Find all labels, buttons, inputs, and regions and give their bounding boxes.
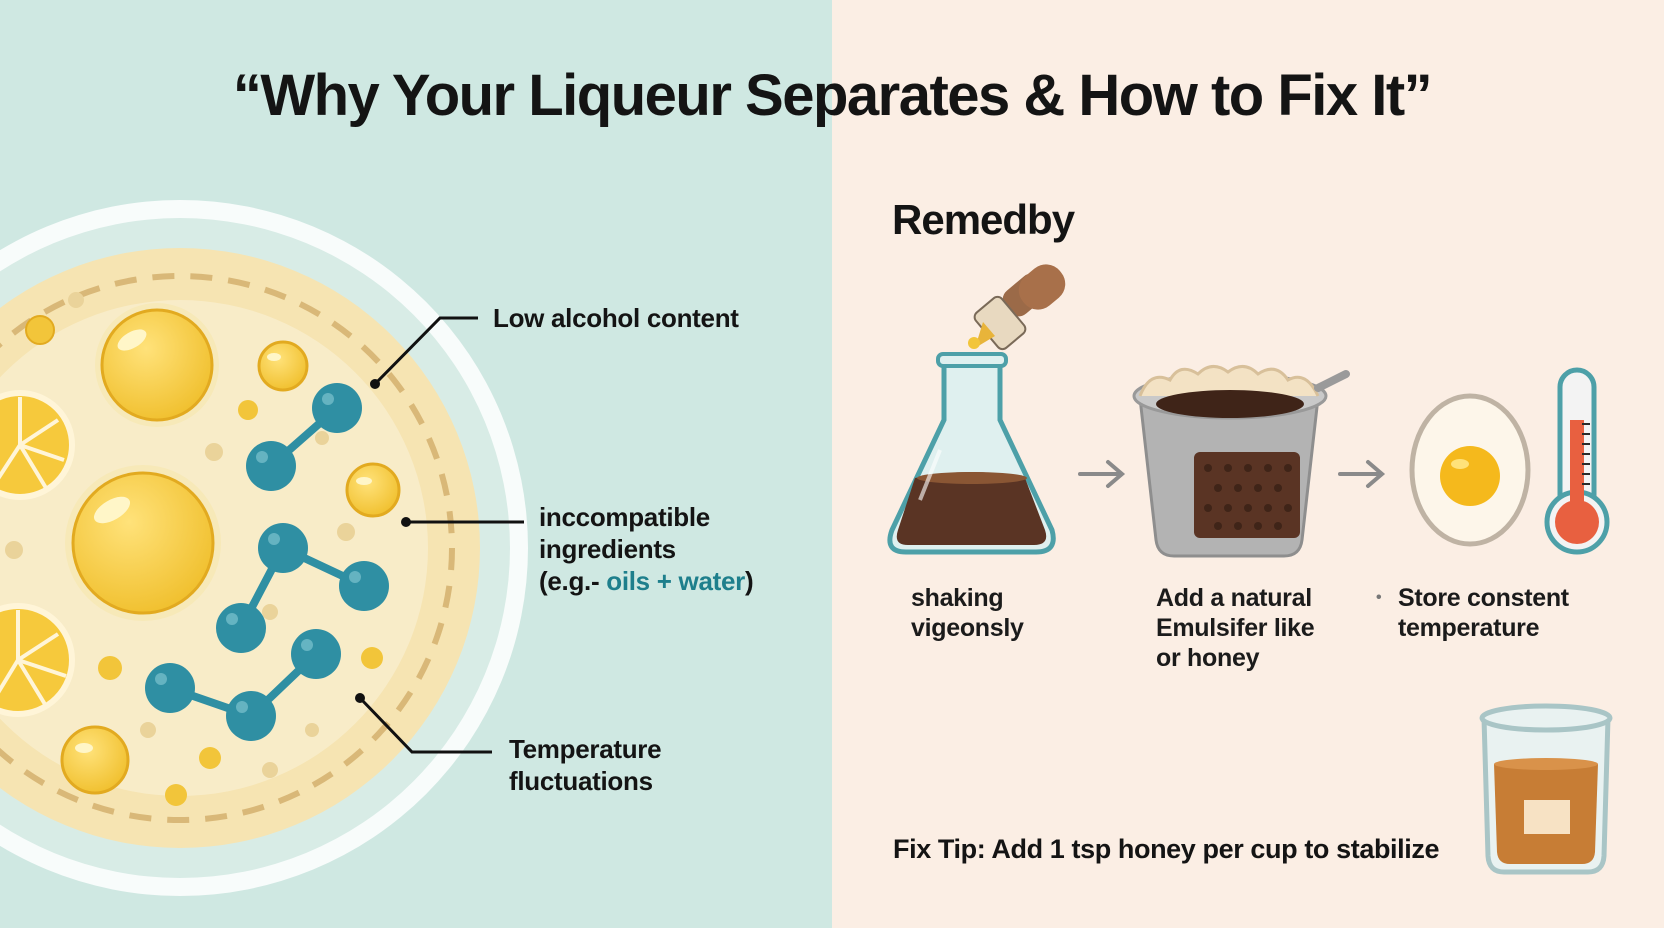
fix-tip: Fix Tip: Add 1 tsp honey per cup to stab… [893,834,1440,864]
callout-line-low-alcohol [370,316,478,389]
callout-line-temperature [355,693,492,754]
oil-droplet-icon [25,315,55,345]
step-line: Emulsifer like [1156,614,1315,642]
thermometer-icon [1544,367,1610,555]
oil-droplet-icon [345,462,401,518]
remedy-step-store: • Store constent temperature [1376,583,1569,643]
molecule-highlights [155,393,361,713]
cause-line: ingredients [539,534,676,564]
cause-label-incompatible: inccompatible ingredients (e.g.- oils + … [539,501,754,597]
step-line: temperature [1398,614,1540,642]
step-line: Store constent [1398,584,1569,612]
step-line: vigeonsly [911,614,1024,642]
molecule-icon [145,523,389,741]
oil-droplet-icon [65,465,221,621]
paren-open: (e.g.- [539,566,607,596]
oil-droplet-icon [95,303,219,427]
specks [5,292,355,778]
dropper-icon [968,264,1066,351]
step-line: or honey [1156,644,1260,672]
cause-line: Temperature [509,734,662,764]
emulsion-diagram [0,200,528,896]
cause-line: fluctuations [509,766,653,796]
oil-droplet-icon [257,340,309,392]
cause-label-temperature: Temperature fluctuations [509,733,662,797]
citrus-slice-icon [0,390,75,500]
step-line: shaking [911,584,1004,612]
remedy-heading: Remedby [892,196,1075,243]
cause-line: inccompatible [539,502,710,532]
citrus-slice-icon [0,603,75,717]
bullet: • [1376,589,1382,606]
page-title: “Why Your Liqueur Separates & How to Fix… [232,63,1433,128]
remedy-step-emulsifier: Add a natural Emulsifer like or honey [1156,583,1315,673]
egg-icon [1409,393,1531,547]
cause-example: (e.g.- oils + water) [539,565,754,597]
coffee-filter-icon [1132,365,1350,558]
step-line: Add a natural [1156,584,1312,612]
cause-label-low-alcohol: Low alcohol content [493,303,739,333]
flask-icon [887,352,1056,555]
remedy-step-shaking: shaking vigeonsly [911,583,1024,643]
dish-dashed-ring [0,273,455,823]
example-oils-water: oils + water [606,566,745,596]
callout-line-incompatible [401,517,524,527]
arrow-icon [1338,460,1386,488]
arrow-icon [1078,460,1126,488]
small-droplets [98,400,383,806]
paren-close: ) [744,566,754,596]
honey-jar-icon [1479,703,1613,875]
oil-droplet-icon [60,725,130,795]
